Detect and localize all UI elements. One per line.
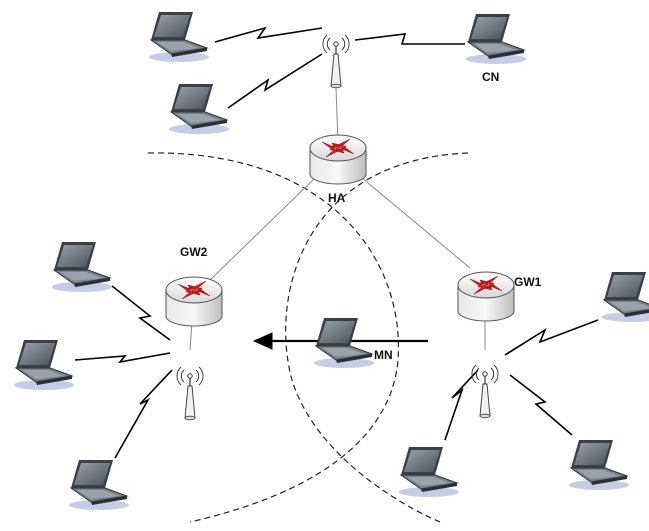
link-ha-gw2 bbox=[207, 177, 316, 283]
lightning-bolt-icon bbox=[74, 26, 599, 459]
gw1-label: GW1 bbox=[514, 275, 542, 289]
router-icon bbox=[309, 134, 367, 185]
laptop-icon bbox=[148, 11, 210, 63]
antenna-icon bbox=[471, 364, 499, 419]
laptop-icon bbox=[465, 13, 527, 65]
router-icon bbox=[165, 276, 223, 327]
antenna-icon bbox=[322, 34, 350, 89]
router-icon bbox=[457, 271, 515, 322]
laptop-icon bbox=[568, 439, 630, 491]
laptop-icon bbox=[313, 317, 375, 369]
laptop-icon bbox=[168, 83, 230, 135]
laptop-icon bbox=[601, 271, 649, 323]
link-antenna-ha bbox=[335, 87, 339, 144]
antenna-icon bbox=[176, 366, 204, 421]
laptop-icon bbox=[398, 446, 460, 498]
mn-label: MN bbox=[374, 348, 393, 362]
gw2-label: GW2 bbox=[180, 245, 208, 259]
ha-label: HA bbox=[328, 191, 346, 205]
laptop-icon bbox=[51, 241, 113, 293]
gw1-coverage-cell bbox=[285, 152, 469, 523]
link-gw2-antenna bbox=[189, 321, 193, 351]
laptop-icon bbox=[13, 339, 75, 391]
laptop-icon bbox=[68, 459, 130, 511]
cn-label: CN bbox=[482, 70, 499, 84]
gw2-coverage-cell bbox=[147, 152, 400, 523]
link-ha-gw1 bbox=[361, 177, 471, 269]
